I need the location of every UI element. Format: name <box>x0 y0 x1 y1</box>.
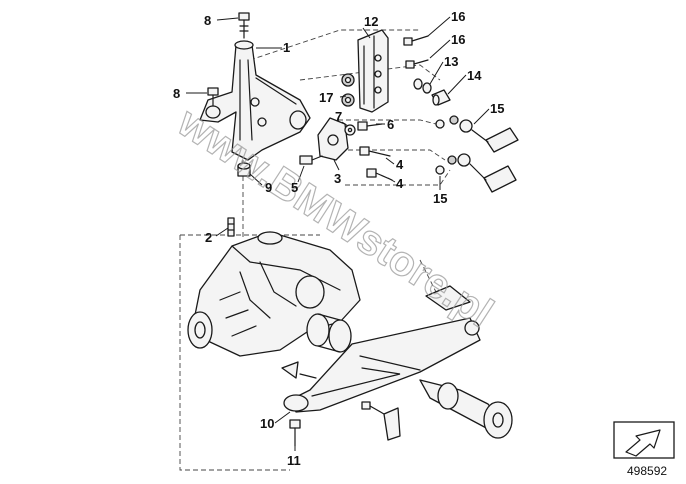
nut-part-17 <box>341 73 355 107</box>
callout-16-lower: 16 <box>451 32 465 47</box>
trailing-arm-part-10 <box>283 317 481 413</box>
reference-box: 498592 <box>613 421 675 478</box>
nut-part-9 <box>237 162 251 177</box>
washer-part-13 <box>413 78 432 94</box>
spacer-part-14 <box>431 89 451 106</box>
callout-8-upper: 8 <box>204 13 211 28</box>
callout-6: 6 <box>387 117 394 132</box>
callout-14: 14 <box>467 68 482 83</box>
callout-13: 13 <box>444 54 458 69</box>
bolt-part-4-upper <box>359 146 391 157</box>
callout-7: 7 <box>335 109 342 124</box>
mounting-bracket-part-1 <box>199 40 311 161</box>
bracket-plate-part-12 <box>357 29 389 113</box>
callout-2: 2 <box>205 230 212 245</box>
bolt-part-8-upper <box>238 12 250 39</box>
bolt-part-8-lower <box>207 87 219 107</box>
bolt-lower-arm <box>361 401 385 415</box>
clip-brackets <box>281 285 471 441</box>
callout-9: 9 <box>265 180 272 195</box>
callout-15-upper: 15 <box>490 101 504 116</box>
callout-12: 12 <box>364 14 378 29</box>
bolt-part-6 <box>357 121 383 131</box>
bolt-part-5 <box>299 155 323 165</box>
washer-part-7 <box>344 124 356 136</box>
callout-4-lower: 4 <box>396 176 404 191</box>
leader-lines <box>186 16 490 451</box>
callout-3: 3 <box>334 171 341 186</box>
callout-17: 17 <box>319 90 333 105</box>
callout-11: 11 <box>287 453 301 468</box>
reference-number: 498592 <box>627 464 667 478</box>
bolt-part-11 <box>289 419 301 447</box>
callout-8-lower: 8 <box>173 86 180 101</box>
bushing-part-15-lower <box>435 153 517 193</box>
callout-15-lower: 15 <box>433 191 447 206</box>
bushing-part-15-upper <box>435 115 519 153</box>
callout-labels: 8 1 8 12 16 16 13 14 17 15 7 6 4 3 5 4 9… <box>173 9 504 468</box>
drive-flange <box>306 313 352 353</box>
callout-16-upper: 16 <box>451 9 465 24</box>
callout-4-upper: 4 <box>396 157 404 172</box>
callout-5: 5 <box>291 180 298 195</box>
bolt-part-16-lower <box>405 59 429 69</box>
callout-1: 1 <box>283 40 290 55</box>
callout-10: 10 <box>260 416 274 431</box>
half-shaft <box>419 379 513 439</box>
rubber-mount-part-3 <box>317 117 349 161</box>
assembly-guide-lines <box>179 29 451 471</box>
bolt-part-16-upper <box>403 35 429 46</box>
arrow-icon <box>625 429 661 457</box>
stud-part-2 <box>227 217 235 237</box>
